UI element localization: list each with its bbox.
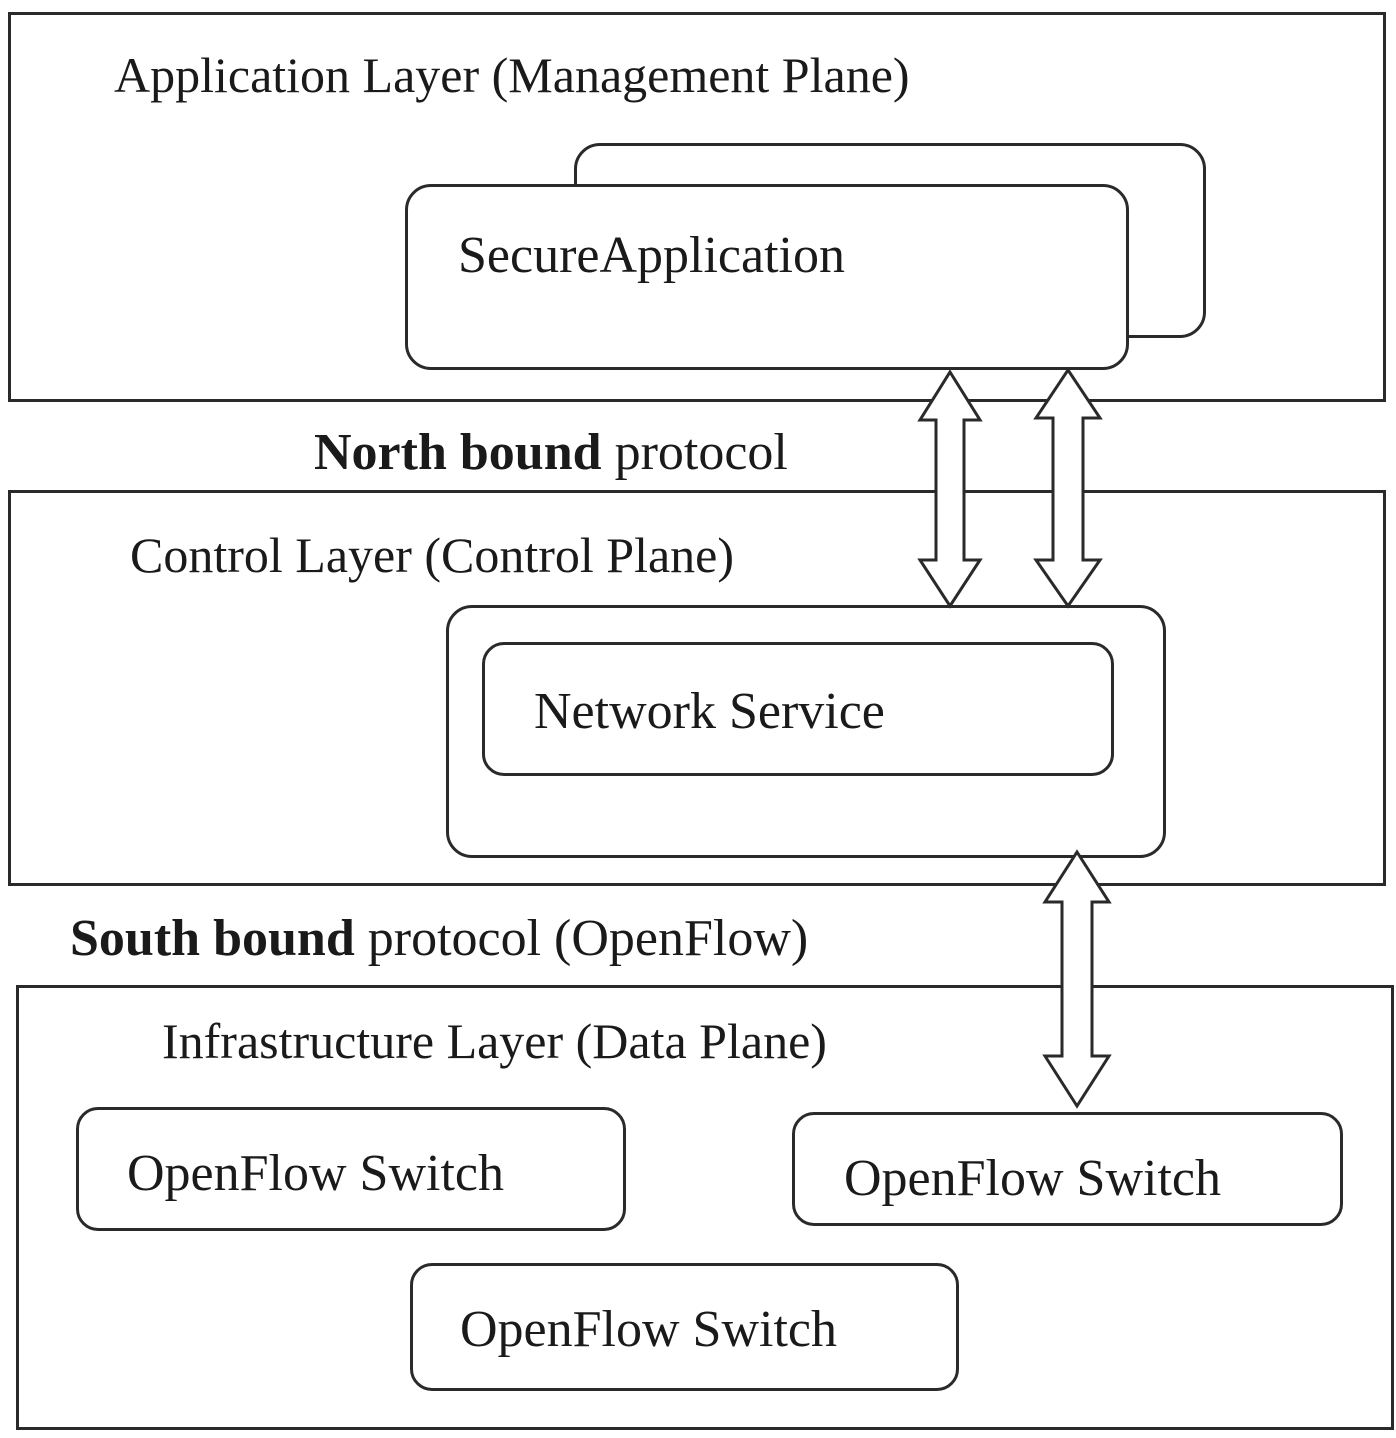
secure-application-label: SecureApplication	[458, 227, 845, 284]
network-service-label: Network Service	[534, 683, 885, 740]
openflow-switch-3-label: OpenFlow Switch	[460, 1301, 837, 1358]
openflow-switch-1-box	[76, 1107, 626, 1231]
application-layer-title: Application Layer (Management Plane)	[114, 47, 910, 103]
southbound-protocol-label: South bound protocol (OpenFlow)	[70, 913, 808, 965]
southbound-rest: protocol (OpenFlow)	[354, 910, 809, 967]
northbound-protocol-label: North bound protocol	[314, 427, 788, 479]
openflow-switch-1-label: OpenFlow Switch	[127, 1145, 504, 1202]
secure-application-box	[405, 184, 1129, 370]
southbound-bold: South bound	[70, 910, 355, 967]
openflow-switch-2-label: OpenFlow Switch	[844, 1150, 1221, 1207]
northbound-bold: North bound	[314, 424, 602, 481]
network-service-box	[482, 642, 1114, 776]
openflow-switch-2-box	[792, 1112, 1343, 1226]
openflow-switch-3-box	[410, 1263, 959, 1391]
infrastructure-layer-title: Infrastructure Layer (Data Plane)	[162, 1013, 827, 1069]
control-layer-title: Control Layer (Control Plane)	[130, 527, 735, 583]
northbound-rest: protocol	[601, 424, 788, 481]
